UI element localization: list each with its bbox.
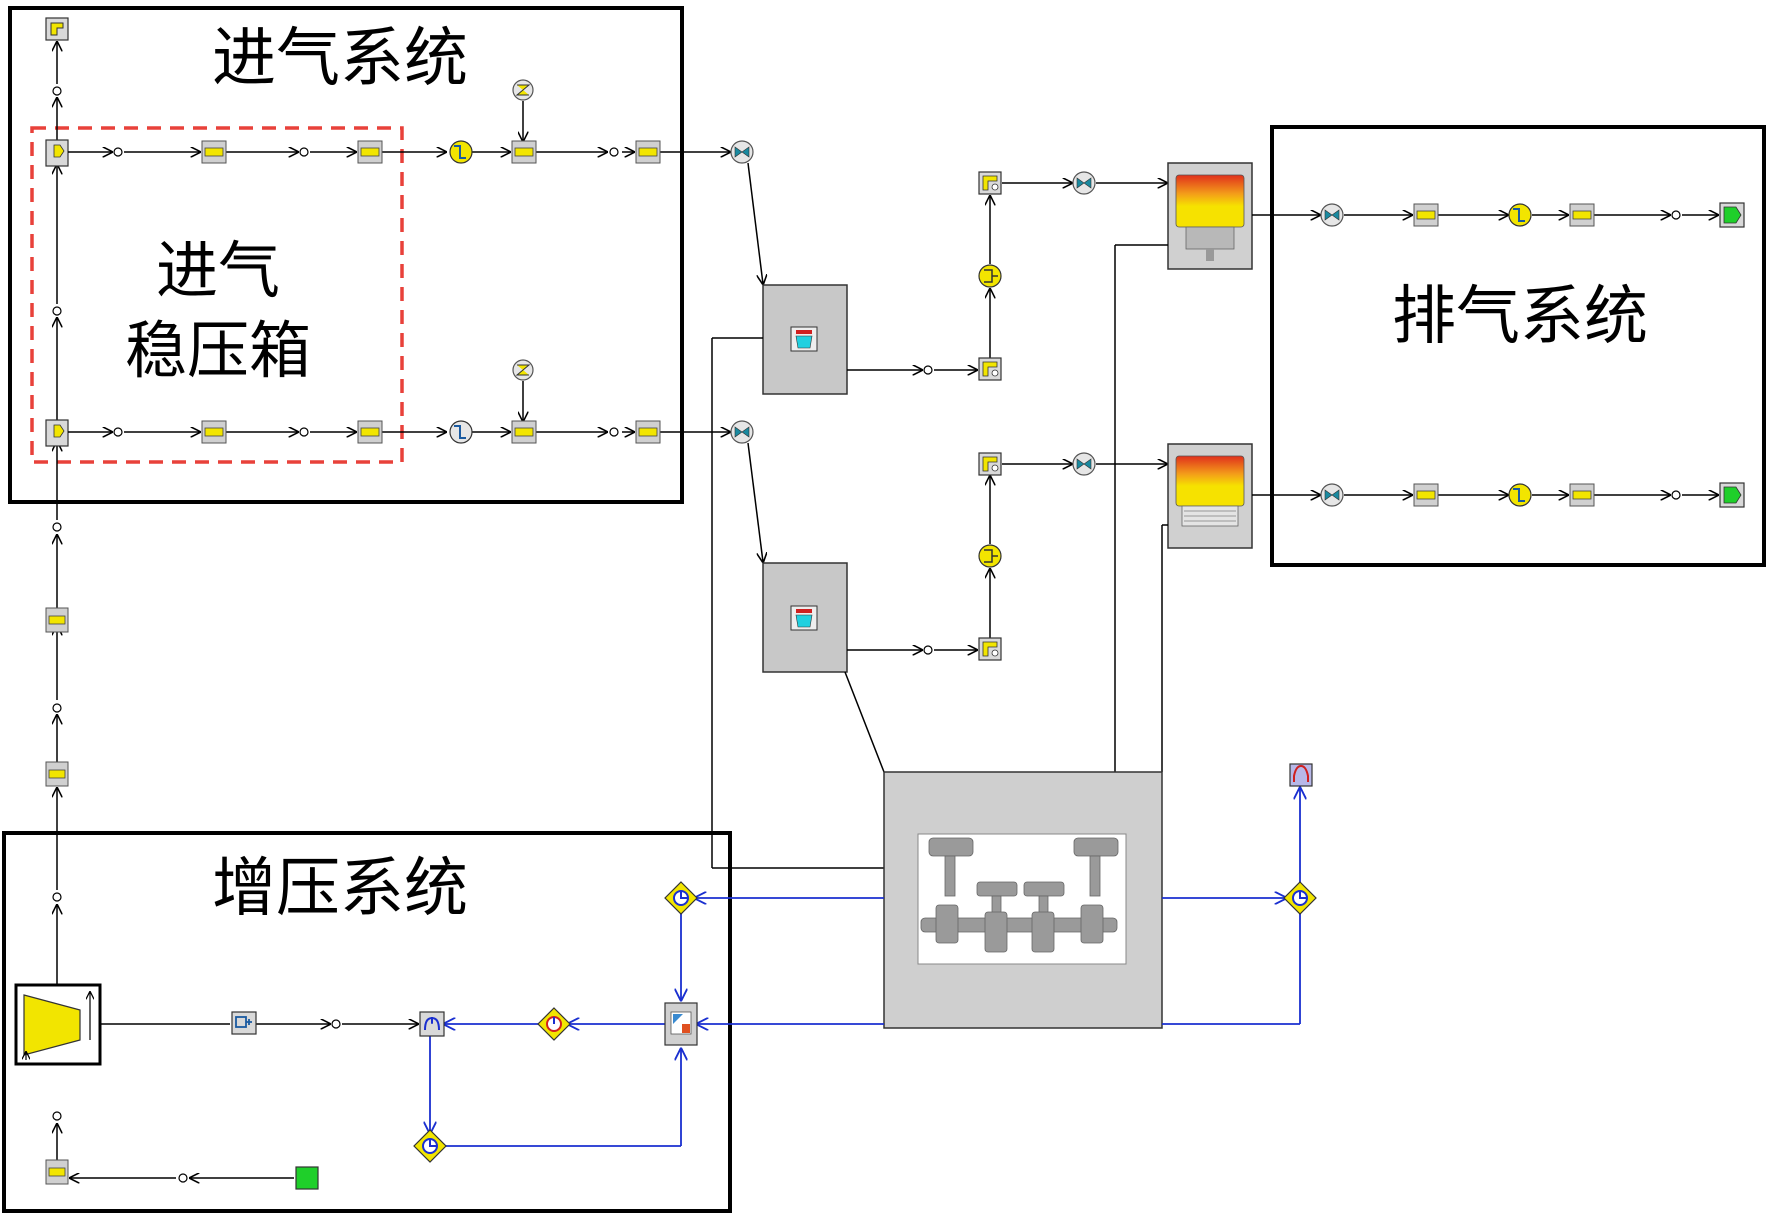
boost-flow-lines xyxy=(70,1024,418,1178)
cylinder-icon-2[interactable] xyxy=(1167,443,1253,549)
valve-icon[interactable] xyxy=(1072,452,1096,476)
boost-system-label: 增压系统 xyxy=(212,852,468,926)
pipe-icon[interactable] xyxy=(201,140,227,164)
pipe-icon[interactable] xyxy=(635,420,661,444)
injector-icon[interactable] xyxy=(512,79,534,101)
pipe-icon[interactable] xyxy=(1569,203,1595,227)
orifice-node-icon[interactable] xyxy=(609,427,619,437)
pipe-icon[interactable] xyxy=(511,420,537,444)
pipe-icon[interactable] xyxy=(1569,483,1595,507)
bend-pipe-icon[interactable] xyxy=(978,171,1002,195)
tee-junction-icon[interactable] xyxy=(978,544,1002,568)
sensor-icon[interactable] xyxy=(664,881,698,915)
orifice-node-icon[interactable] xyxy=(52,892,62,902)
orifice-node-icon[interactable] xyxy=(178,1173,188,1183)
orifice-node-icon[interactable] xyxy=(331,1019,341,1029)
pipe-icon[interactable] xyxy=(357,420,383,444)
orifice-node-icon[interactable] xyxy=(299,147,309,157)
pipe-icon[interactable] xyxy=(1413,203,1439,227)
intake-system-box xyxy=(8,6,684,504)
bend-pipe-icon[interactable] xyxy=(978,452,1002,476)
shaft-icon[interactable] xyxy=(231,1011,257,1035)
sensor-icon[interactable] xyxy=(413,1129,447,1163)
tee-junction-icon[interactable] xyxy=(978,264,1002,288)
valve-icon[interactable] xyxy=(730,420,754,444)
throttle-icon[interactable] xyxy=(1508,483,1532,507)
throttle-icon[interactable] xyxy=(449,420,473,444)
end-environment-icon[interactable] xyxy=(1719,202,1745,228)
bend-pipe-icon[interactable] xyxy=(978,637,1002,661)
injector-controller-block-1[interactable] xyxy=(762,284,848,395)
orifice-node-icon[interactable] xyxy=(1671,490,1681,500)
pipe-icon[interactable] xyxy=(201,420,227,444)
intake-runner-2 xyxy=(68,381,730,432)
port-line-1 xyxy=(847,183,1167,370)
pipe-icon[interactable] xyxy=(1413,483,1439,507)
flow-split-icon[interactable] xyxy=(45,139,69,167)
signal-lines xyxy=(430,788,1300,1147)
end-environment-icon[interactable] xyxy=(45,17,69,41)
monitor-icon[interactable] xyxy=(1289,763,1313,787)
injector-controller-block-2[interactable] xyxy=(762,562,848,673)
valve-icon[interactable] xyxy=(1320,483,1344,507)
orifice-node-icon[interactable] xyxy=(1671,210,1681,220)
valve-icon[interactable] xyxy=(1320,203,1344,227)
engine-connections xyxy=(711,244,1168,869)
valve-icon[interactable] xyxy=(730,140,754,164)
exhaust-system-box xyxy=(1270,125,1766,567)
speed-omega-icon[interactable] xyxy=(419,1011,445,1037)
valve-icon[interactable] xyxy=(1072,171,1096,195)
orifice-node-icon[interactable] xyxy=(113,427,123,437)
sensor-icon[interactable] xyxy=(1283,881,1317,915)
injector-icon[interactable] xyxy=(512,359,534,381)
exhaust-system-label: 排气系统 xyxy=(1392,280,1648,354)
pipe-icon[interactable] xyxy=(45,607,69,633)
pipe-icon[interactable] xyxy=(511,140,537,164)
bend-pipe-icon[interactable] xyxy=(978,357,1002,381)
orifice-node-icon[interactable] xyxy=(923,365,933,375)
end-environment-icon[interactable] xyxy=(1719,482,1745,508)
orifice-node-icon[interactable] xyxy=(52,306,62,316)
port-line-2 xyxy=(847,464,1167,650)
orifice-node-icon[interactable] xyxy=(52,1111,62,1121)
orifice-node-icon[interactable] xyxy=(52,86,62,96)
intake-vertical-nodes xyxy=(52,86,62,1121)
orifice-node-icon[interactable] xyxy=(52,522,62,532)
orifice-node-icon[interactable] xyxy=(113,147,123,157)
intake-plenum-label-line1: 进气 xyxy=(156,234,280,307)
compressor-icon[interactable] xyxy=(14,983,102,1066)
pipe-icon[interactable] xyxy=(635,140,661,164)
intake-system-label: 进气系统 xyxy=(212,22,468,96)
cylinder-icon-1[interactable] xyxy=(1167,162,1253,270)
orifice-node-icon[interactable] xyxy=(299,427,309,437)
pipe-icon[interactable] xyxy=(45,761,69,787)
orifice-node-icon[interactable] xyxy=(52,703,62,713)
end-environment-icon[interactable] xyxy=(295,1166,319,1190)
intake-plenum-box xyxy=(30,126,404,464)
controller-icon[interactable] xyxy=(664,1002,698,1046)
actuator-icon[interactable] xyxy=(537,1007,571,1041)
orifice-node-icon[interactable] xyxy=(923,645,933,655)
boost-system-box xyxy=(2,831,732,1213)
pipe-icon[interactable] xyxy=(357,140,383,164)
throttle-icon[interactable] xyxy=(1508,203,1532,227)
engine-block[interactable] xyxy=(883,771,1163,1029)
flow-split-icon[interactable] xyxy=(45,419,69,447)
throttle-icon[interactable] xyxy=(449,140,473,164)
pipe-icon[interactable] xyxy=(45,1159,69,1185)
crankshaft-engine-icon xyxy=(920,837,1119,953)
intake-plenum-label-line2: 稳压箱 xyxy=(125,314,311,387)
intake-runner-1 xyxy=(68,101,730,152)
orifice-node-icon[interactable] xyxy=(609,147,619,157)
